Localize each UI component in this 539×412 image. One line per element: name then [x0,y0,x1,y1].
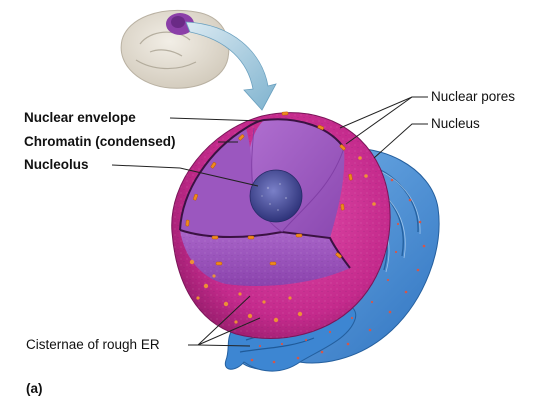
label-nuclear-envelope: Nuclear envelope [24,110,136,125]
label-nucleolus: Nucleolus [24,157,89,172]
nucleus [171,111,391,339]
zoom-arrow [185,21,277,111]
nucleolus-body [249,169,303,223]
cell-thumbnail [120,9,230,89]
label-chromatin: Chromatin (condensed) [24,134,176,149]
leader-nuclear-pores [339,96,428,129]
label-nucleus: Nucleus [431,116,480,131]
nuclear-pore-markers [185,111,353,266]
panel-label: (a) [26,381,43,396]
leader-nuclear-envelope [169,117,263,122]
label-cisternae: Cisternae of rough ER [26,337,160,352]
leader-nucleolus [111,164,181,169]
leader-nucleus [373,123,428,159]
label-nuclear-pores: Nuclear pores [431,89,516,104]
leader-lines [111,96,428,347]
